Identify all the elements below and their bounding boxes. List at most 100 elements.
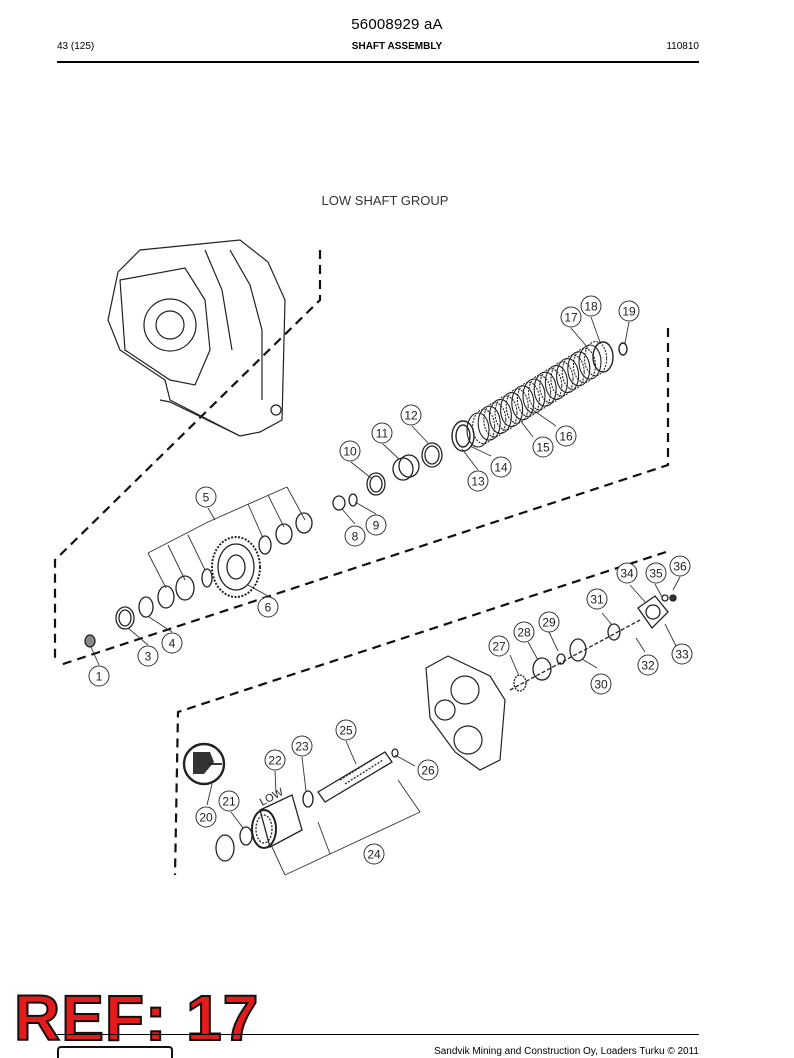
- callout-9: 9: [365, 514, 387, 536]
- rear-cover-plate: [425, 655, 506, 771]
- callout-16: 16: [555, 425, 577, 447]
- callout-10-label: 10: [343, 445, 357, 459]
- clutch-disc: [544, 364, 568, 400]
- callout-31-label: 31: [590, 593, 604, 607]
- callout-3-label: 3: [145, 650, 152, 664]
- clutch-disc: [528, 375, 552, 411]
- bracket-5: [147, 486, 306, 589]
- shaft-25: [317, 748, 399, 803]
- dashed-assembly-outline: [53, 250, 670, 876]
- callout-18-label: 18: [584, 300, 598, 314]
- callout-24: 24: [363, 843, 385, 865]
- callout-18: 18: [580, 295, 602, 317]
- callout-21-label: 21: [222, 795, 236, 809]
- callout-19: 19: [618, 300, 640, 322]
- callout-28: 28: [513, 621, 535, 643]
- clutch-disc: [483, 402, 507, 438]
- callout-11: 11: [371, 422, 393, 444]
- clutch-disc: [466, 412, 490, 448]
- callout-25-label: 25: [339, 724, 353, 738]
- clutch-disc: [567, 351, 591, 387]
- low-label: LOW: [258, 786, 286, 809]
- callout-27: 27: [488, 635, 510, 657]
- clutch-disc: [522, 378, 546, 414]
- section-title: SHAFT ASSEMBLY: [351, 41, 443, 52]
- callout-14: 14: [490, 456, 512, 478]
- callout-17: 17: [560, 306, 582, 328]
- callout-11-label: 11: [376, 427, 389, 441]
- callout-5: 5: [195, 486, 217, 508]
- callout-16-label: 16: [559, 430, 573, 444]
- end-plate-18: [592, 341, 628, 373]
- callout-20: 20: [195, 806, 217, 828]
- callout-31: 31: [586, 588, 608, 610]
- page-number: 43 (125): [57, 41, 95, 52]
- clutch-disc: [539, 368, 563, 404]
- callout-1-label: 1: [96, 670, 103, 684]
- bearings-8-12: [332, 442, 443, 511]
- callout-24-label: 24: [367, 848, 381, 862]
- callout-19-label: 19: [622, 305, 636, 319]
- callout-15: 15: [532, 436, 554, 458]
- callout-22: 22: [264, 749, 286, 771]
- warning-symbol-icon: [182, 742, 226, 786]
- callout-13-label: 13: [471, 475, 485, 489]
- callout-30-label: 30: [594, 678, 608, 692]
- callout-4-label: 4: [169, 637, 176, 651]
- clutch-disc: [550, 361, 574, 397]
- callout-20-label: 20: [199, 811, 213, 825]
- footer-copyright: Sandvik Mining and Construction Oy, Load…: [434, 1046, 699, 1057]
- date-code: 110810: [666, 41, 699, 52]
- clutch-disc: [556, 358, 580, 394]
- callout-22-label: 22: [268, 754, 282, 768]
- clutch-disc: [511, 385, 535, 421]
- callout-30: 30: [590, 673, 612, 695]
- callout-13: 13: [467, 470, 489, 492]
- callout-12: 12: [400, 404, 422, 426]
- callout-6-label: 6: [265, 601, 272, 615]
- callout-32: 32: [637, 654, 659, 676]
- callout-8-label: 8: [352, 530, 359, 544]
- callout-33-label: 33: [675, 648, 689, 662]
- document-number: 56008929 aA: [351, 16, 443, 33]
- parts-27-36: [509, 594, 677, 692]
- callout-1: 1: [88, 665, 110, 687]
- callout-25: 25: [335, 719, 357, 741]
- clutch-disc-pack: [466, 341, 608, 448]
- callout-26: 26: [417, 759, 439, 781]
- callout-36: 36: [669, 555, 691, 577]
- callout-28-label: 28: [517, 626, 531, 640]
- callout-10: 10: [339, 440, 361, 462]
- gear-6-bearings: [84, 512, 313, 648]
- callout-33: 33: [671, 643, 693, 665]
- callout-27-label: 27: [492, 640, 506, 654]
- clutch-disc: [494, 395, 518, 431]
- transmission-housing: [107, 239, 286, 437]
- figure-title: LOW SHAFT GROUP: [322, 193, 449, 208]
- clutch-disc: [533, 371, 557, 407]
- clutch-disc: [516, 381, 540, 417]
- callout-4: 4: [161, 632, 183, 654]
- callout-35-label: 35: [649, 567, 663, 581]
- callout-8: 8: [344, 525, 366, 547]
- callout-14-label: 14: [494, 461, 508, 475]
- callout-5-label: 5: [203, 491, 210, 505]
- header-divider: [57, 61, 699, 63]
- callout-34: 34: [616, 562, 638, 584]
- callout-29: 29: [538, 611, 560, 633]
- callout-21: 21: [218, 790, 240, 812]
- low-clutch-drum: [215, 790, 314, 862]
- clutch-disc: [584, 341, 608, 377]
- clutch-disc: [578, 344, 602, 380]
- callout-29-label: 29: [542, 616, 556, 630]
- bracket-24: [271, 779, 421, 876]
- callout-17-label: 17: [564, 311, 578, 325]
- sandvik-logo: [57, 1046, 173, 1058]
- callout-32-label: 32: [641, 659, 655, 673]
- clutch-disc: [488, 398, 512, 434]
- callout-34-label: 34: [620, 567, 634, 581]
- callout-15-label: 15: [536, 441, 550, 455]
- callout-9-label: 9: [373, 519, 380, 533]
